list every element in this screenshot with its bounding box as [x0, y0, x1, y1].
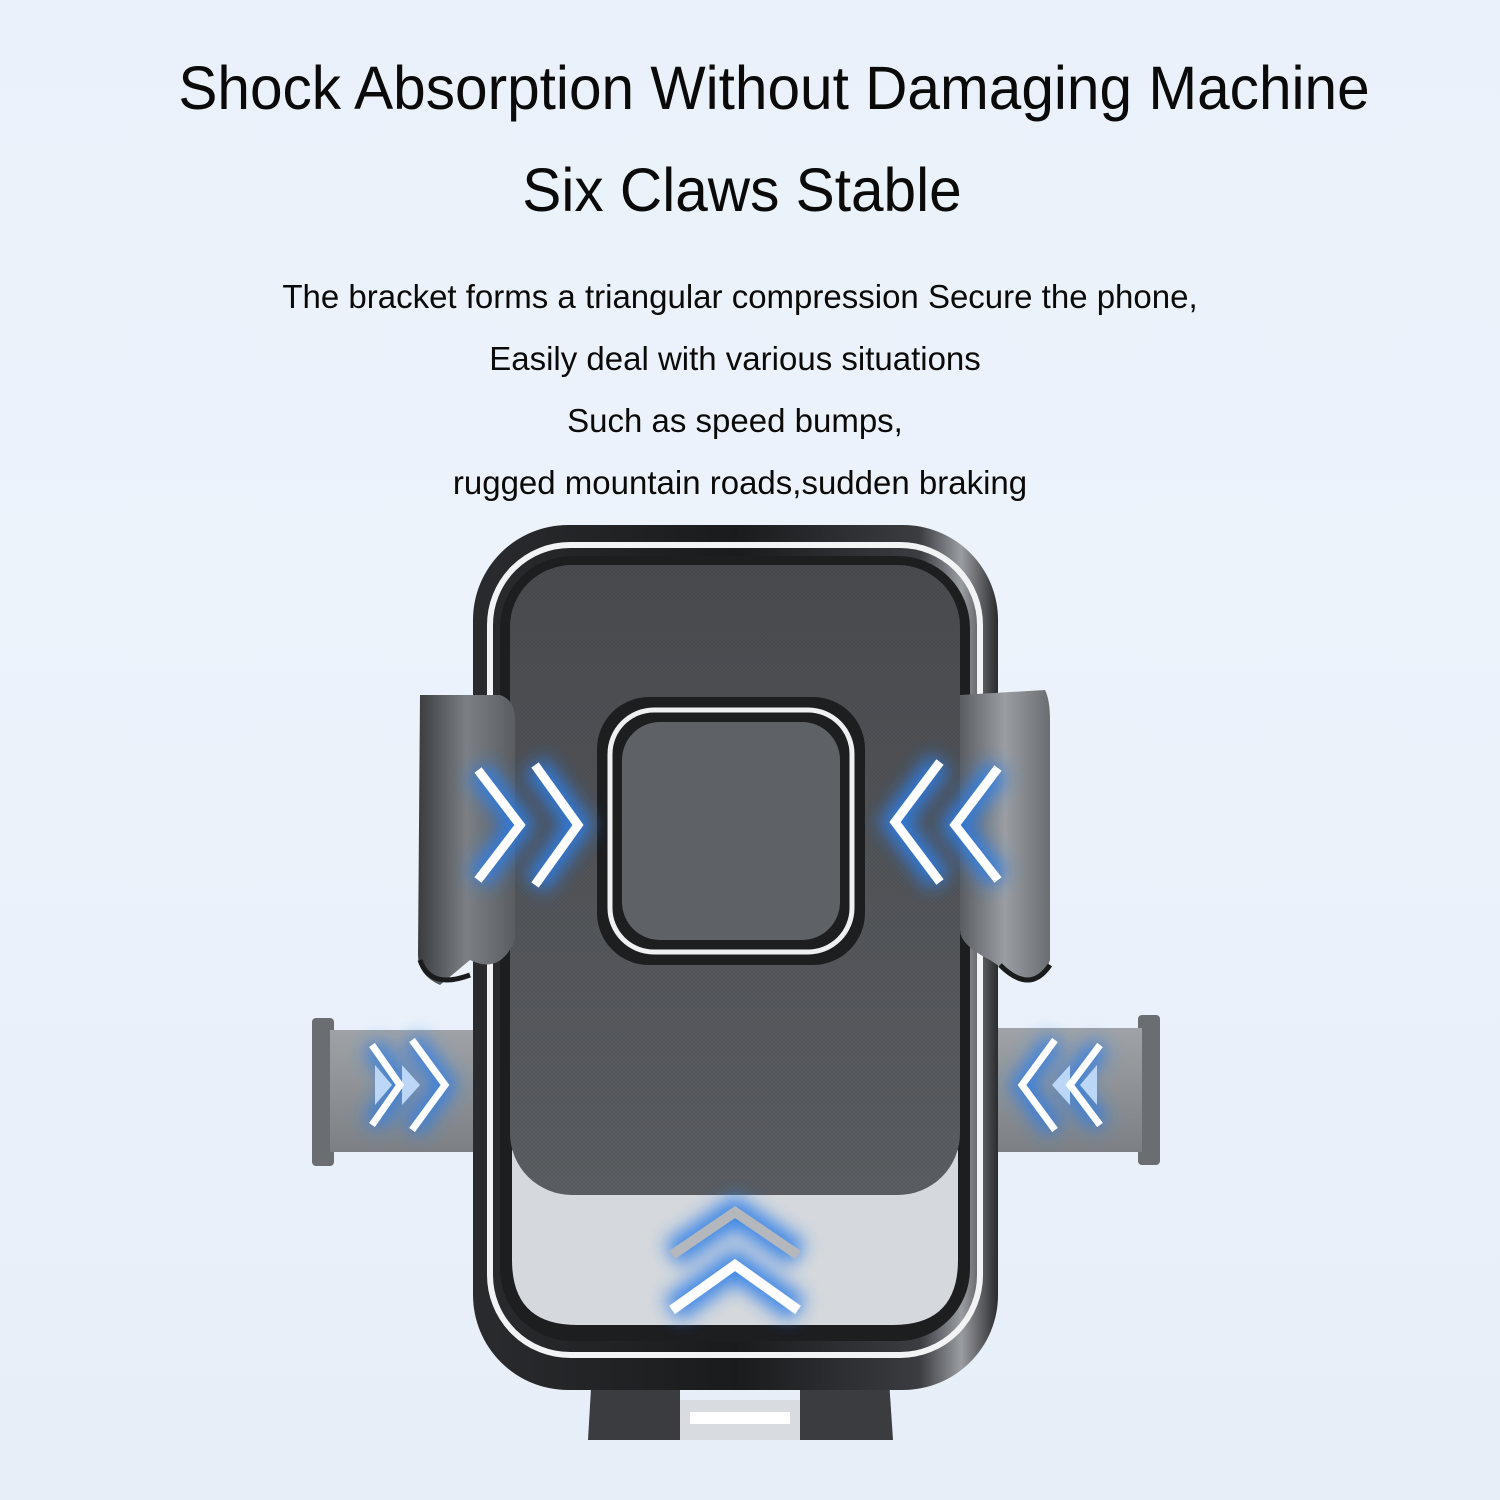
description-line-4: rugged mountain roads,sudden braking — [452, 464, 1028, 501]
arrow-lower-right-icon — [1008, 1033, 1109, 1137]
headline-secondary: Six Claws Stable — [522, 156, 962, 224]
upper-right-claw — [960, 690, 1053, 983]
description-line-1: The bracket forms a triangular compressi… — [282, 278, 1198, 315]
description-line-2: Easily deal with various situations — [489, 340, 981, 377]
description-line-3: Such as speed bumps, — [567, 402, 903, 439]
arrow-upper-right-icon — [878, 754, 1009, 890]
arrow-upper-left-icon — [467, 757, 594, 893]
arrow-bottom-up-icon — [663, 1195, 807, 1322]
arrow-lower-left-icon — [362, 1033, 459, 1137]
headline-primary: Shock Absorption Without Damaging Machin… — [178, 54, 1370, 122]
release-button — [597, 697, 865, 965]
